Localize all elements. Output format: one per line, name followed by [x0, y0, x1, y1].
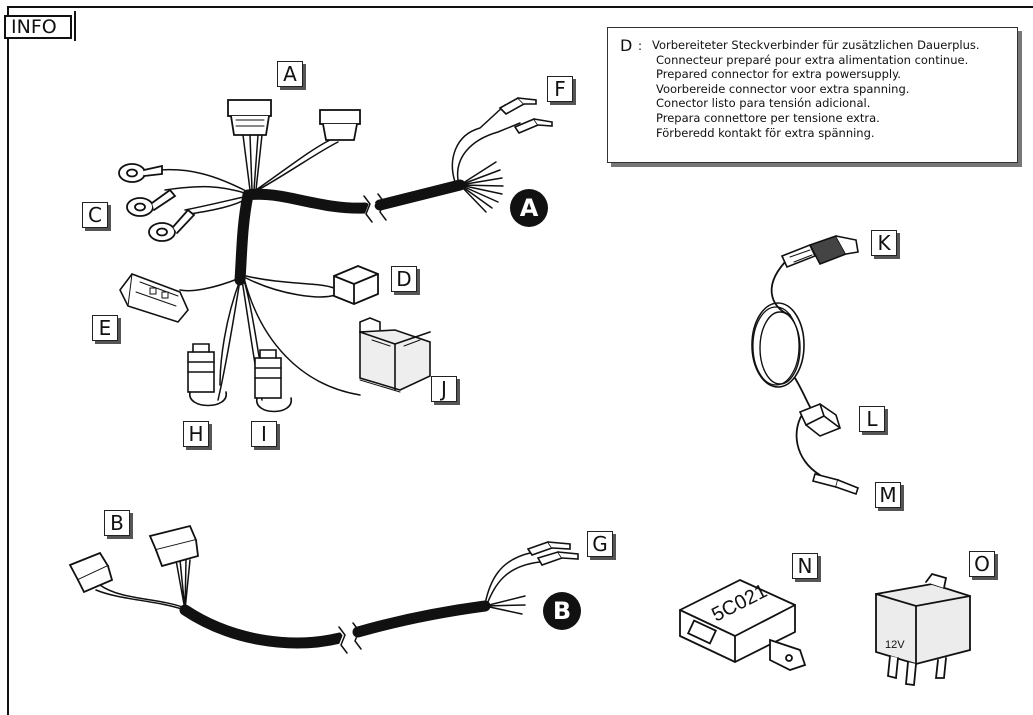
- label-o: O: [969, 551, 995, 577]
- harness-b: [95, 552, 541, 656]
- relay-o: 12V: [875, 572, 971, 687]
- label-f: F: [547, 76, 573, 102]
- note-box: D : Vorbereiteter Steckverbinder für zus…: [607, 27, 1018, 163]
- label-j: J: [431, 376, 457, 402]
- label-g: G: [587, 531, 613, 557]
- label-l: L: [859, 406, 885, 432]
- terminal-m: [812, 473, 859, 496]
- note-line-nl: Voorbereide connector voor extra spannin…: [656, 81, 910, 96]
- label-e: E: [92, 315, 118, 341]
- connector-b-left: [68, 551, 114, 594]
- label-c: C: [82, 202, 108, 228]
- label-a: A: [277, 61, 303, 87]
- note-colon: :: [638, 39, 643, 53]
- label-k: K: [871, 230, 897, 256]
- fuse-holder-h: [187, 343, 227, 407]
- terminals-f: [498, 97, 553, 134]
- note-line-de: Vorbereiteter Steckverbinder für zusätzl…: [652, 38, 980, 52]
- connector-l: [798, 403, 841, 437]
- plug-k: [780, 235, 859, 269]
- info-tag: INFO: [4, 11, 76, 41]
- label-n: N: [792, 553, 818, 579]
- label-i: I: [251, 421, 277, 447]
- label-b: B: [104, 510, 130, 536]
- label-h: H: [183, 421, 209, 447]
- relay-o-marking: 12V: [885, 639, 905, 651]
- fuse-holder-i: [254, 349, 292, 413]
- ring-terminals-c: [118, 163, 196, 242]
- connector-d: [333, 265, 379, 305]
- module-n: 5C021: [679, 579, 807, 671]
- relay-j: [359, 317, 431, 393]
- connector-a-left: [227, 99, 272, 136]
- note-line-en: Prepared connector for extra powersupply…: [656, 67, 901, 82]
- terminals-g: [526, 541, 579, 566]
- note-line-fr: Connecteur preparé pour extra alimentati…: [656, 52, 969, 67]
- note-key: D: [620, 36, 633, 55]
- note-line-es: Conector listo para tensión adicional.: [656, 96, 871, 111]
- page-frame: [7, 6, 1033, 715]
- harness-b-badge: B: [543, 592, 581, 630]
- note-lines: Vorbereiteter Steckverbinder für zusätzl…: [622, 38, 1009, 140]
- note-line-sv: Förberedd kontakt för extra spänning.: [656, 125, 875, 140]
- cable-klm: [751, 261, 821, 476]
- connector-b-right: [148, 524, 199, 568]
- note-line-it: Prepara connettore per tensione extra.: [656, 110, 880, 125]
- label-m: M: [875, 482, 901, 508]
- harness-a-badge: A: [510, 189, 548, 227]
- connector-a-right: [319, 109, 361, 141]
- connector-e: [119, 273, 189, 323]
- label-d: D: [391, 266, 417, 292]
- harness-a: [159, 104, 521, 401]
